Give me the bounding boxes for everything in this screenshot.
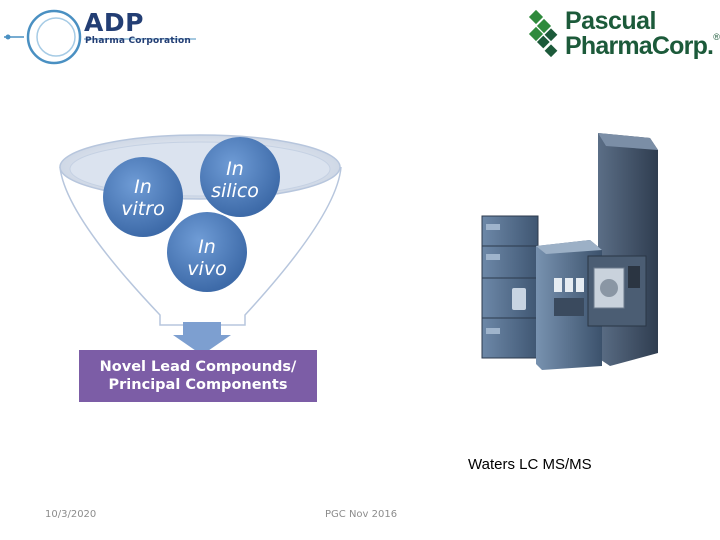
- footer-date: 10/3/2020: [45, 509, 96, 520]
- result-line2: Principal Components: [100, 376, 297, 394]
- pascual-logo-line2: PharmaCorp.®: [565, 32, 719, 61]
- result-line1: Novel Lead Compounds/: [100, 358, 297, 376]
- lc-ms-instrument-image: [470, 128, 670, 373]
- result-box: Novel Lead Compounds/ Principal Componen…: [79, 350, 317, 402]
- adp-logo-subtitle: Pharma Corporation: [85, 36, 191, 46]
- instrument-caption: Waters LC MS/MS: [468, 456, 592, 473]
- adp-logo-name: ADP: [84, 8, 144, 37]
- footer-text: PGC Nov 2016: [325, 509, 397, 520]
